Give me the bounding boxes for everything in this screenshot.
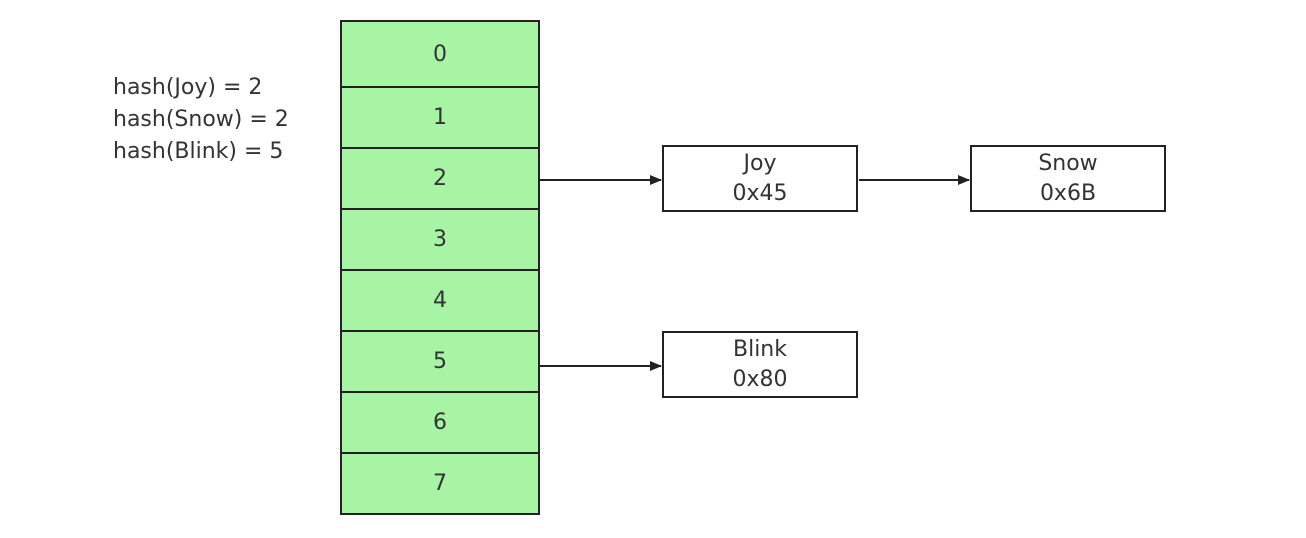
node-blink: Blink 0x80 [662, 331, 858, 398]
node-blink-address: 0x80 [732, 366, 788, 392]
bucket-4: 4 [342, 269, 538, 330]
hash-note-blink: hash(Blink) = 5 [113, 139, 284, 164]
bucket-0: 0 [342, 22, 538, 86]
bucket-5: 5 [342, 330, 538, 391]
node-snow-address: 0x6B [1039, 180, 1097, 206]
node-snow-key: Snow [1038, 150, 1098, 176]
node-joy-key: Joy [743, 150, 777, 176]
hash-function-notes: hash(Joy) = 2 hash(Snow) = 2 hash(Blink)… [113, 72, 289, 168]
bucket-1: 1 [342, 86, 538, 147]
bucket-3: 3 [342, 208, 538, 269]
hash-note-snow: hash(Snow) = 2 [113, 107, 289, 132]
node-snow: Snow 0x6B [970, 145, 1166, 212]
bucket-7: 7 [342, 452, 538, 513]
node-blink-key: Blink [732, 336, 787, 362]
node-joy-address: 0x45 [732, 180, 788, 206]
hash-note-joy: hash(Joy) = 2 [113, 75, 263, 100]
node-joy: Joy 0x45 [662, 145, 858, 212]
bucket-6: 6 [342, 391, 538, 452]
bucket-2: 2 [342, 147, 538, 208]
bucket-array: 0 1 2 3 4 5 6 7 [340, 20, 540, 515]
